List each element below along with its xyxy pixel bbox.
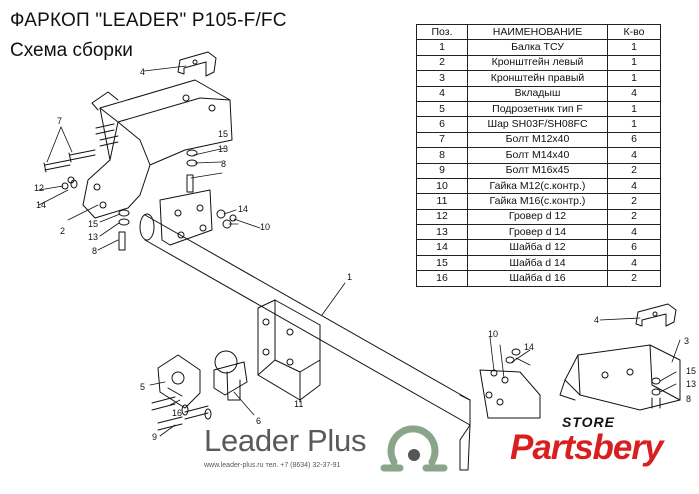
- callout-2: 2: [60, 226, 65, 236]
- column-header-name: НАИМЕНОВАНИЕ: [467, 23, 608, 41]
- leader-lines: [38, 65, 681, 437]
- callout-7: 7: [57, 116, 62, 126]
- callout-14-left: 14: [36, 200, 46, 210]
- leader-plus-logo-mark: [380, 425, 448, 472]
- partsbery-logo: Partsbery: [510, 428, 663, 467]
- left-bracket-drawing: [82, 79, 233, 219]
- callout-5: 5: [140, 382, 145, 392]
- logo-ball: [408, 449, 420, 461]
- cell-name: Болт М12х40: [467, 131, 608, 149]
- cell-name: Болт М14х40: [467, 147, 608, 164]
- cell-name: Кронштгейн левый: [467, 54, 608, 72]
- right-fasteners-drawing: [651, 377, 661, 409]
- cell-quantity: 1: [607, 70, 661, 87]
- callout-16: 16: [172, 408, 182, 418]
- beam-right-plate-drawing: [479, 348, 541, 419]
- beam-left-plate-drawing: [159, 189, 213, 246]
- socket-plate-drawing: [157, 354, 201, 409]
- callout-10-left: 10: [260, 222, 270, 232]
- callout-10-right: 10: [488, 329, 498, 339]
- callout-4-right: 4: [594, 315, 599, 325]
- store-label: STORE: [562, 414, 615, 430]
- diagram-title: ФАРКОП "LEADER" P105-F/FC: [10, 10, 287, 31]
- callout-8-top: 8: [221, 159, 226, 169]
- cell-quantity: 1: [607, 100, 661, 118]
- callout-13-right: 13: [686, 379, 696, 389]
- callout-13-top: 13: [218, 144, 228, 154]
- tow-ball-drawing: [213, 350, 248, 401]
- cell-name: Кронштейн правый: [467, 70, 608, 87]
- right-insert-drawing: [635, 303, 677, 327]
- left-bolts-drawing: [43, 123, 119, 190]
- cell-position: 3: [416, 70, 468, 87]
- cell-name: Шайба d 16: [467, 270, 608, 287]
- leader-plus-contact: www.leader-plus.ru тел. +7 (8634) 32-37-…: [204, 462, 341, 469]
- callout-1: 1: [347, 272, 352, 282]
- right-bracket-drawing: [559, 344, 681, 411]
- cell-name: Подрозетник тип F: [467, 100, 608, 118]
- callout-13-left: 13: [88, 232, 98, 242]
- callout-14-right: 14: [524, 342, 534, 352]
- leader-plus-wordmark: Leader Plus: [204, 423, 367, 458]
- cell-quantity: 1: [607, 54, 661, 72]
- callout-11: 11: [294, 399, 303, 409]
- callout-15-left: 15: [88, 219, 98, 229]
- cell-name: Вкладыш: [467, 85, 608, 102]
- callout-4-left: 4: [140, 67, 145, 77]
- cell-quantity: 4: [607, 85, 661, 102]
- diagram-subtitle: Схема сборки: [10, 40, 133, 61]
- tow-plate-drawing: [257, 299, 321, 401]
- callout-15-top: 15: [218, 129, 228, 139]
- cell-quantity: 2: [607, 270, 661, 287]
- callout-labels: 1 2 3 4 4 5 6 7 8 8 8 9 10 10 11 12 13 1…: [34, 67, 696, 442]
- callout-12: 12: [34, 183, 44, 193]
- callout-14-mid: 14: [238, 204, 248, 214]
- cell-quantity: 4: [607, 254, 661, 272]
- lower-bolts-drawing: [151, 396, 212, 431]
- callout-8-left: 8: [92, 246, 97, 256]
- callout-3: 3: [684, 336, 689, 346]
- callout-6: 6: [256, 416, 261, 426]
- callout-9: 9: [152, 432, 157, 442]
- main-beam-drawing: [139, 213, 471, 471]
- callout-8-right: 8: [686, 394, 691, 404]
- cell-name: Шайба d 14: [467, 254, 608, 272]
- callout-15-right: 15: [686, 366, 696, 376]
- left-insert-drawing: [177, 51, 217, 77]
